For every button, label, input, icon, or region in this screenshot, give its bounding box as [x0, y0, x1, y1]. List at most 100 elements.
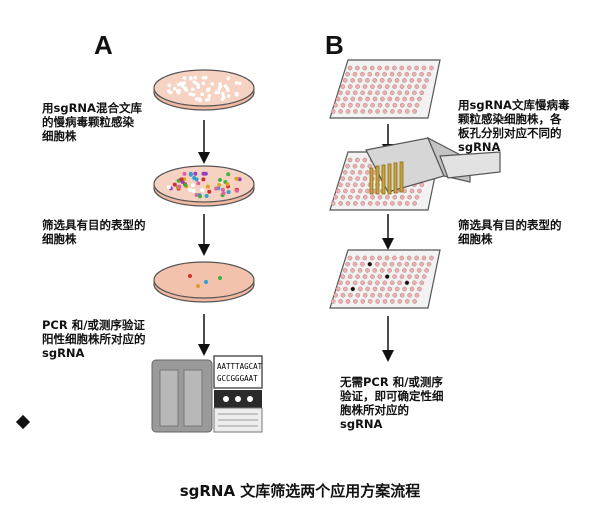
plate-well [352, 71, 358, 77]
plate-well [357, 78, 363, 83]
plate-well [421, 65, 427, 71]
plate-well [362, 157, 368, 163]
plate-well [392, 84, 397, 89]
plate-well [387, 78, 392, 83]
cell-dot [188, 92, 192, 96]
cell-dot [237, 177, 242, 182]
plate-well [355, 84, 360, 89]
cell-dot [167, 83, 172, 88]
plate-well [399, 255, 405, 261]
cell-dot [205, 184, 210, 189]
plate-well [362, 194, 368, 200]
cell-dot [234, 176, 239, 181]
plate-well [404, 201, 410, 206]
plate-well [384, 84, 390, 89]
plate-well [355, 292, 361, 298]
plate-well [360, 163, 365, 169]
cell-dot [188, 188, 193, 193]
plate-well [407, 102, 412, 108]
plate-well [402, 286, 407, 292]
cell-dot [221, 92, 225, 96]
plate-well [424, 78, 429, 83]
plate-well [362, 274, 368, 279]
plate-well [343, 96, 348, 102]
plate-well [369, 65, 375, 71]
plate-well [397, 280, 402, 286]
plate-well [394, 96, 400, 102]
plate-well [389, 261, 395, 267]
plate-well [338, 90, 343, 96]
cell-dot [226, 190, 231, 194]
step-b1-text: 用sgRNA文库慢病毒 颗粒感染细胞株，各 板孔分别对应不同的 sgRNA [458, 98, 570, 154]
plate-well [333, 292, 338, 298]
plate-well [397, 71, 402, 77]
plate-well [375, 109, 380, 114]
plate-well [409, 96, 415, 102]
plate-well [377, 84, 383, 89]
plate-well [350, 188, 356, 194]
plate-well [348, 102, 353, 108]
plate-well [419, 261, 424, 267]
plate-well [419, 90, 425, 96]
plate-well [407, 274, 412, 279]
plate-well [345, 261, 350, 267]
step-b3-text: 无需PCR 和/或测序 验证，即可确定性细 胞株所对应的 sgRNA [340, 375, 444, 431]
plate-well [399, 292, 405, 298]
plate-well [340, 176, 346, 181]
plate-well [392, 194, 398, 200]
plate-well [394, 78, 400, 83]
plate-well [360, 299, 366, 304]
plate-well [382, 71, 387, 77]
plate-well [414, 255, 419, 261]
plate-well [347, 157, 353, 163]
plate-well [389, 280, 395, 286]
plate-well [345, 71, 350, 77]
plate-well [404, 261, 410, 267]
plate-well [370, 194, 375, 200]
well-plate-hits [329, 249, 441, 309]
plate-well [374, 261, 380, 267]
plate-well [426, 71, 432, 77]
plate-well [360, 201, 366, 206]
plate-well [350, 268, 355, 273]
plate-well [365, 78, 370, 83]
plate-well [384, 65, 390, 71]
plate-well [402, 268, 407, 273]
plate-well [369, 255, 375, 261]
plate-well [355, 176, 360, 181]
plate-well [421, 274, 427, 279]
plate-well [416, 78, 422, 83]
plate-well [387, 96, 393, 102]
plate-well [342, 170, 348, 175]
plate-well [382, 109, 388, 114]
cell-dot [214, 186, 219, 191]
plate-well [404, 90, 410, 96]
plate-well [417, 286, 422, 292]
cell-dot [207, 189, 212, 194]
plate-well [347, 65, 353, 71]
plate-well [338, 109, 343, 114]
cell-dot [183, 183, 188, 188]
plate-well [362, 84, 368, 89]
plate-well [347, 255, 353, 261]
plate-well [355, 157, 360, 163]
plate-well [357, 286, 363, 292]
plate-well [335, 188, 341, 194]
cell-dot [217, 182, 222, 187]
cell-dot [225, 86, 230, 91]
cell-dot [201, 171, 206, 176]
plate-well [343, 286, 348, 292]
plate-well [362, 65, 368, 71]
plate-well [370, 102, 375, 108]
cell-dot [225, 182, 230, 187]
plate-well [409, 78, 415, 83]
multichannel-pipette-icon [365, 136, 501, 195]
plate-well [345, 201, 351, 206]
plate-well [382, 280, 388, 286]
plate-well [417, 96, 422, 102]
plate-well [389, 90, 395, 96]
panel-b-label: B [325, 30, 344, 60]
plate-well [429, 255, 434, 261]
plate-well [419, 71, 424, 77]
plate-well [402, 78, 407, 83]
